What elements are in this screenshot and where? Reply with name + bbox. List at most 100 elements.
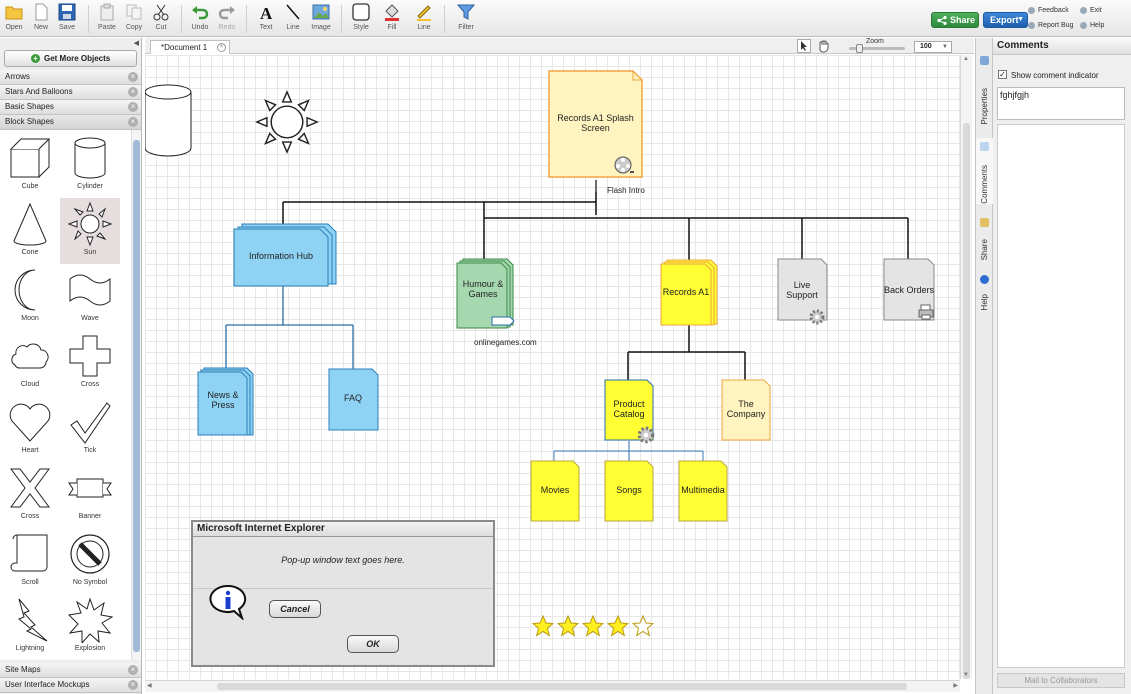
node-product-catalog[interactable]: Product Catalog (604, 379, 658, 447)
connector-lines (225, 180, 909, 462)
category-arrows[interactable]: Arrows× (0, 70, 141, 85)
text-tool-button[interactable]: A Text (255, 3, 277, 35)
category-block-shapes[interactable]: Block Shapes× (0, 115, 141, 130)
shape-x-cross[interactable]: Cross (0, 462, 60, 528)
fill-button[interactable]: Fill (381, 3, 403, 35)
copy-button[interactable]: Copy (123, 3, 145, 35)
sun-shape[interactable] (254, 89, 320, 155)
node-information-hub[interactable]: Information Hub (233, 223, 337, 287)
node-news-press[interactable]: News & Press (197, 367, 255, 437)
scroll-left-icon[interactable]: ◀ (147, 683, 152, 689)
scrollbar-thumb[interactable] (133, 140, 140, 652)
star-empty-icon (632, 615, 654, 637)
close-icon[interactable]: × (128, 87, 138, 97)
shape-cylinder[interactable]: Cylinder (60, 132, 120, 198)
shape-lightning[interactable]: Lightning (0, 594, 60, 660)
close-icon[interactable]: × (128, 680, 138, 690)
scroll-right-icon[interactable]: ▶ (953, 683, 958, 689)
shape-cone[interactable]: Cone (0, 198, 60, 264)
mail-to-collaborators-button[interactable]: Mail to Collaborators (997, 673, 1125, 688)
node-records-a1[interactable]: Records A1 (660, 259, 718, 326)
exit-icon (1080, 7, 1087, 14)
scrollbar-thumb[interactable] (963, 123, 970, 679)
shape-tick[interactable]: Tick (60, 396, 120, 462)
shape-cube[interactable]: Cube (0, 132, 60, 198)
category-user-interface-mockups[interactable]: User Interface Mockups× (0, 678, 141, 693)
category-site-maps[interactable]: Site Maps× (0, 663, 141, 678)
close-icon[interactable]: × (128, 117, 138, 127)
zoom-select[interactable]: 100 ▼ (914, 41, 952, 53)
open-button[interactable]: Open (4, 3, 24, 35)
filter-button[interactable]: Filter (454, 3, 478, 35)
node-records-splash[interactable]: Records A1 Splash Screen (548, 70, 643, 178)
star-rating[interactable] (531, 615, 661, 639)
shape-scroll[interactable]: Scroll (0, 528, 60, 594)
close-icon[interactable]: × (128, 72, 138, 82)
scroll-down-icon[interactable]: ▼ (963, 672, 969, 678)
node-the-company[interactable]: The Company (721, 379, 773, 442)
banner-icon (68, 478, 112, 498)
node-live-support[interactable]: Live Support (777, 258, 829, 328)
feedback-link[interactable]: Feedback (1028, 6, 1069, 15)
category-basic-shapes[interactable]: Basic Shapes× (0, 100, 141, 115)
scrollbar-thumb[interactable] (217, 683, 907, 690)
shape-banner[interactable]: Banner (60, 462, 120, 528)
tab-properties[interactable]: Properties (976, 52, 993, 124)
node-songs[interactable]: Songs (604, 460, 656, 523)
node-multimedia[interactable]: Multimedia (678, 460, 730, 523)
canvas-vertical-scrollbar[interactable]: ▲ ▼ (960, 55, 972, 679)
tab-comments[interactable]: Comments (976, 138, 993, 204)
tab-share[interactable]: Share (976, 214, 993, 260)
shape-heart[interactable]: Heart (0, 396, 60, 462)
close-tab-icon[interactable]: × (217, 43, 226, 52)
new-button[interactable]: New (31, 3, 51, 35)
save-button[interactable]: Save (57, 3, 77, 35)
cylinder-shape[interactable] (145, 83, 197, 159)
get-more-objects-button[interactable]: + Get More Objects (4, 50, 137, 67)
paste-button[interactable]: Paste (96, 3, 118, 35)
shape-no-symbol[interactable]: No Symbol (60, 528, 120, 594)
report-bug-link[interactable]: Report Bug (1028, 21, 1073, 30)
popup-dialog-mockup[interactable]: Microsoft Internet Explorer Pop-up windo… (191, 520, 495, 667)
line-style-button[interactable]: Line (413, 3, 435, 35)
shape-wave[interactable]: Wave (60, 264, 120, 330)
hand-tool-icon[interactable] (817, 39, 831, 53)
dialog-ok-button[interactable]: OK (347, 635, 399, 653)
node-label: News & Press (207, 390, 239, 410)
dialog-cancel-button[interactable]: Cancel (269, 600, 321, 618)
node-humour-games[interactable]: Humour & Games (456, 257, 518, 329)
undo-button[interactable]: Undo (189, 3, 211, 35)
show-indicator-checkbox[interactable]: ✓ (998, 70, 1007, 79)
cut-button[interactable]: Cut (150, 3, 172, 35)
close-icon[interactable]: × (128, 665, 138, 675)
tab-help[interactable]: Help (976, 272, 993, 310)
diagram-canvas[interactable]: Records A1 Splash Screen Flash Intro Inf… (145, 55, 960, 679)
help-link[interactable]: Help (1080, 21, 1104, 30)
canvas-horizontal-scrollbar[interactable]: ◀ ▶ (145, 680, 960, 692)
shape-explosion[interactable]: Explosion (60, 594, 120, 660)
node-movies[interactable]: Movies (530, 460, 582, 523)
shape-sun[interactable]: Sun (60, 198, 120, 264)
line-tool-button[interactable]: Line (282, 3, 304, 35)
pointer-tool-icon[interactable] (797, 39, 811, 53)
style-button[interactable]: Style (349, 3, 373, 35)
shape-list-scrollbar[interactable] (131, 130, 141, 660)
category-stars-and-balloons[interactable]: Stars And Balloons× (0, 85, 141, 100)
close-icon[interactable]: × (128, 102, 138, 112)
shape-cross[interactable]: Cross (60, 330, 120, 396)
shape-cloud[interactable]: Cloud (0, 330, 60, 396)
exit-link[interactable]: Exit (1080, 6, 1102, 15)
zoom-slider-handle[interactable] (856, 44, 863, 53)
share-button[interactable]: Share (931, 12, 979, 28)
scroll-up-icon[interactable]: ▲ (963, 56, 969, 62)
redo-button[interactable]: Redo (216, 3, 238, 35)
image-tool-button[interactable]: Image (309, 3, 333, 35)
comment-input[interactable]: fghjfgjh (997, 87, 1125, 120)
node-back-orders[interactable]: Back Orders (883, 258, 937, 326)
shape-moon[interactable]: Moon (0, 264, 60, 330)
document-tab[interactable]: *Document 1 × (150, 40, 230, 54)
export-button[interactable]: Export ▼ (983, 12, 1028, 28)
node-faq[interactable]: FAQ (328, 368, 380, 431)
zoom-slider[interactable] (849, 47, 905, 50)
collapse-arrow-icon[interactable]: ◀ (133, 40, 139, 47)
